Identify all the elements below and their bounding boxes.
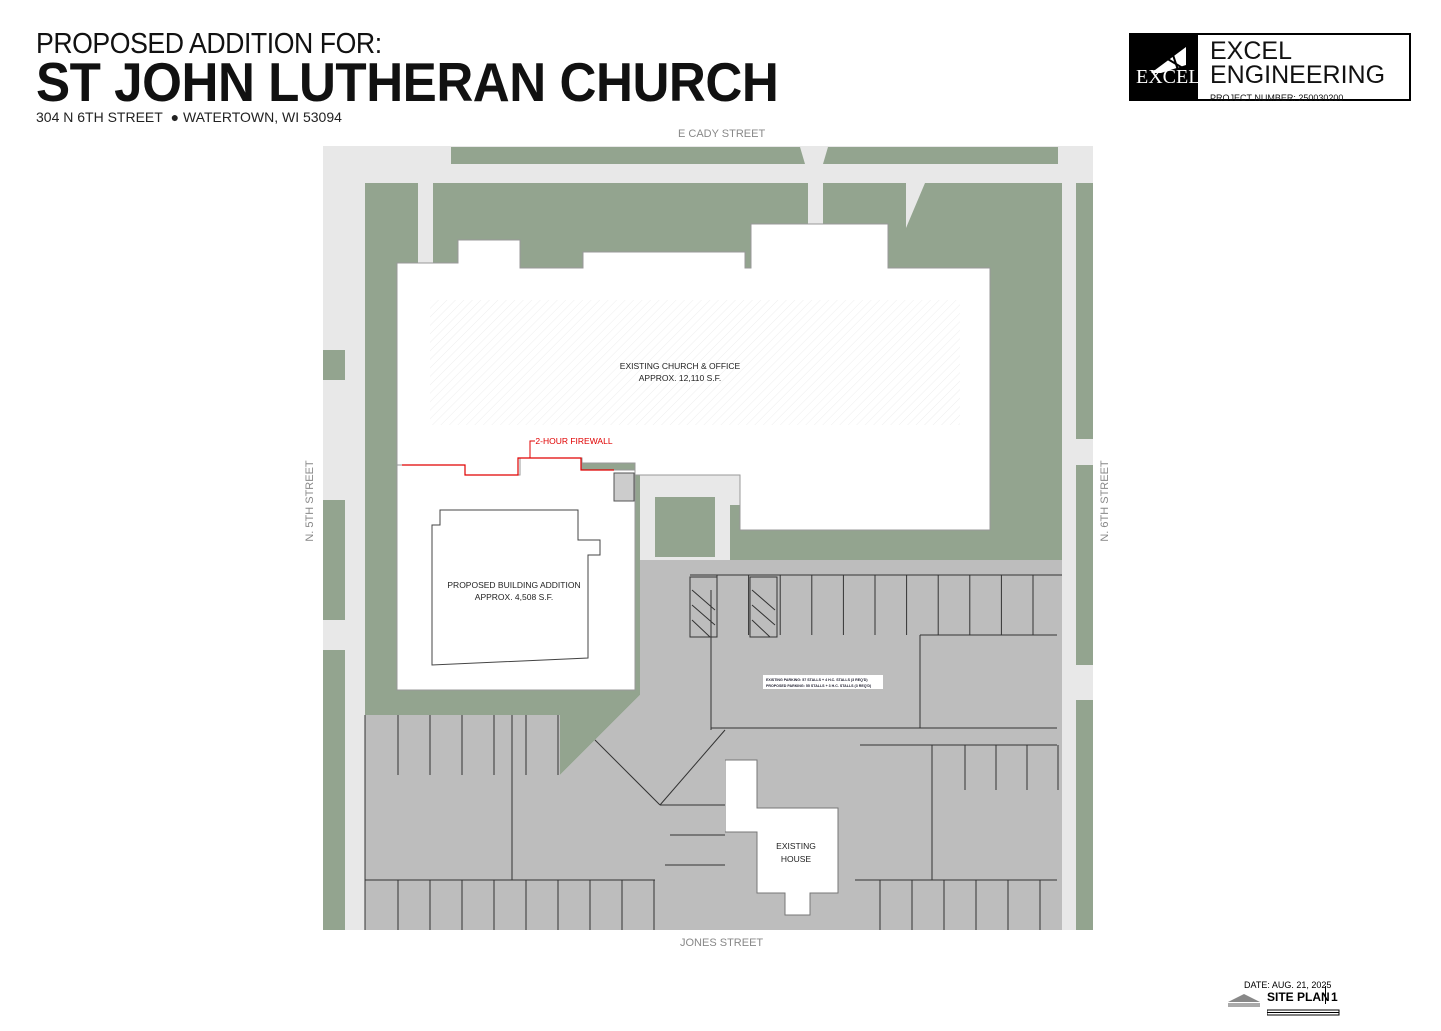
drive-aisle (595, 590, 725, 930)
sheet-title: SITE PLAN (1267, 990, 1330, 1004)
mechanical-unit (613, 472, 635, 502)
parking-proposed: PROPOSED PARKING: 55 STALLS + 3 H.C. STA… (766, 684, 872, 688)
church-area: APPROX. 12,110 S.F. (639, 373, 722, 383)
addition-footprint (431, 509, 601, 666)
hc-stalls (689, 576, 778, 638)
house-label-2: HOUSE (781, 854, 812, 864)
firewall-leader (529, 440, 535, 458)
north-arrow-icon (1228, 994, 1260, 1007)
page-title: ST JOHN LUTHERAN CHURCH (36, 51, 779, 113)
city: WATERTOWN, WI 53094 (182, 109, 342, 125)
existing-house (724, 759, 839, 916)
sheet-date: DATE: AUG. 21, 2025 (1244, 980, 1332, 990)
firm-name-line2: ENGINEERING (1210, 60, 1386, 89)
parking-stripes (364, 574, 1062, 930)
parking-existing: EXISTING PARKING: 57 STALLS + 4 H.C. STA… (766, 678, 868, 682)
addition-area: APPROX. 4,508 S.F. (475, 592, 553, 602)
address: 304 N 6TH STREET ● WATERTOWN, WI 53094 (36, 109, 342, 125)
street-north: E CADY STREET (678, 128, 766, 140)
firewall-label: 2-HOUR FIREWALL (535, 436, 612, 446)
church-label: EXISTING CHURCH & OFFICE (620, 361, 741, 371)
firm-name-line1: EXCEL (1210, 37, 1292, 65)
logo-mark: EXCEL (1131, 35, 1201, 99)
logo-wing-icon (1151, 47, 1187, 74)
scale-bar (1267, 1009, 1340, 1016)
street-address: 304 N 6TH STREET (36, 109, 163, 125)
project-number: PROJECT NUMBER: 250030200 (1210, 92, 1344, 103)
title-block: DATE: AUG. 21, 2025 SITE PLAN 1 (1228, 980, 1350, 1025)
sheet-number: 1 (1331, 990, 1338, 1004)
street-south: JONES STREET (680, 937, 764, 949)
addition-label: PROPOSED BUILDING ADDITION (447, 580, 580, 590)
firewall-line (402, 457, 614, 476)
logo-mark-text: EXCEL (1136, 66, 1201, 88)
house-label: EXISTING (776, 841, 816, 851)
firm-logo: EXCEL EXCEL ENGINEERING PROJECT NUMBER: … (1129, 33, 1411, 103)
subtitle: PROPOSED ADDITION FOR: (36, 28, 382, 60)
